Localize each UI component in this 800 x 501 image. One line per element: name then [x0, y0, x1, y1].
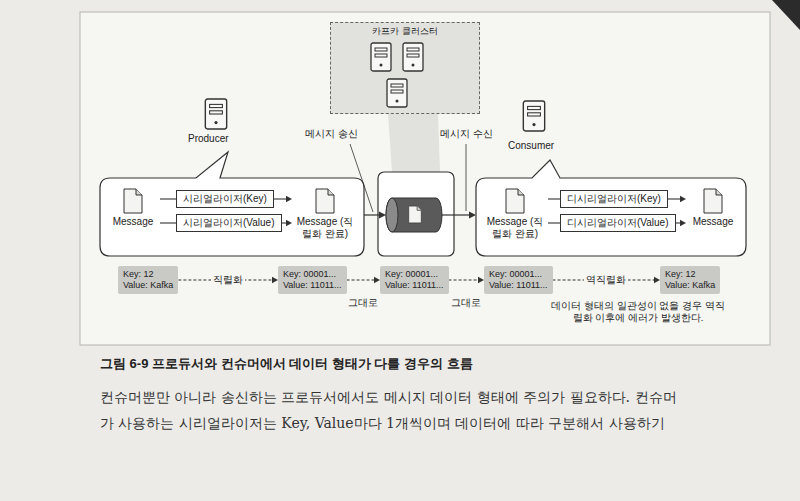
producer-panel — [100, 152, 364, 256]
connector-line — [160, 198, 176, 199]
figure-frame — [80, 12, 770, 345]
data-box: Key: 12Value: Kafka — [118, 266, 178, 294]
connector — [274, 196, 292, 202]
topic-cylinder — [386, 198, 442, 232]
data-value: Key: 12 — [123, 269, 173, 280]
server-icon — [371, 43, 423, 107]
connector — [449, 277, 484, 283]
figure-caption: 그림 6-9 프로듀서와 컨슈머에서 데이터 형태가 다를 경우의 흐름 — [100, 356, 473, 372]
message-label: Message — [688, 216, 738, 228]
data-value: Key: 00001... — [385, 269, 444, 280]
connector — [347, 277, 380, 283]
arrowhead — [286, 196, 292, 202]
connector — [548, 223, 560, 224]
message-icon — [108, 188, 158, 214]
data-value: Value: Kafka — [123, 280, 173, 291]
document-icon — [123, 188, 143, 214]
receive-arrow — [442, 212, 476, 219]
serializer-label: 시리얼라이저(Value) — [183, 217, 275, 229]
serializer-box: 시리얼라이저(Value) — [176, 214, 282, 232]
document-icon — [315, 188, 335, 214]
message-icon — [294, 188, 356, 214]
connector — [160, 223, 176, 224]
data-value: Value: 11011... — [489, 280, 548, 291]
arrowhead — [286, 220, 292, 226]
document-icon — [505, 188, 525, 214]
message-label: Message (직렬화 완료) — [484, 216, 546, 240]
server-name: Consumer — [508, 140, 554, 152]
connector-line — [160, 222, 176, 223]
leader-label: 메시지 송신 — [305, 128, 358, 140]
cluster-shade — [330, 22, 480, 114]
data-value: Value: Kafka — [665, 280, 715, 291]
message-icon — [688, 188, 738, 214]
message-label: Message — [108, 216, 158, 228]
leader-line — [350, 144, 373, 212]
connector — [160, 199, 176, 200]
message-node: Message — [106, 188, 160, 228]
connector — [548, 199, 560, 200]
cluster-shade — [388, 114, 440, 172]
connector — [282, 220, 293, 226]
deserializer-label: 디시리얼라이저(Key) — [567, 193, 661, 205]
data-value: Key: 00001... — [489, 269, 548, 280]
deserializer-label: 디시리얼라이저(Value) — [567, 217, 669, 229]
serializer-box: 시리얼라이저(Key) — [176, 190, 274, 208]
data-box: Key: 12Value: Kafka — [660, 266, 720, 294]
document-icon — [703, 188, 723, 214]
data-value: Key: 00001... — [283, 269, 342, 280]
deserializer-box: 디시리얼라이저(Key) — [560, 190, 668, 208]
message-label: Message (직렬화 완료) — [294, 216, 356, 240]
edge-label: 직렬화 — [211, 274, 245, 286]
message-node: Message — [686, 188, 740, 228]
message-node: Message (직렬화 완료) — [482, 188, 548, 240]
connector-line — [548, 222, 560, 223]
data-box: Key: 00001...Value: 11011... — [380, 266, 449, 294]
connector — [676, 220, 687, 226]
data-value: Key: 12 — [665, 269, 715, 280]
connector-line — [668, 198, 681, 199]
producer-server-icon — [205, 99, 226, 129]
leader-line — [466, 144, 467, 211]
edge-label: 그대로 — [346, 297, 380, 309]
consumer-panel — [476, 160, 746, 256]
arrowhead — [680, 196, 686, 202]
note: 데이터 형태의 일관성이 없을 경우 역직렬화 이후에 에러가 발생한다. — [548, 300, 728, 324]
consumer-label: Consumer — [508, 140, 554, 152]
connector-line — [274, 198, 287, 199]
data-value: Value: 11011... — [283, 280, 342, 291]
edge-label: 역직렬화 — [584, 274, 628, 286]
data-box: Key: 00001...Value: 11011... — [278, 266, 347, 294]
consumer-server-icon — [523, 101, 544, 131]
data-value: Value: 11011... — [385, 280, 444, 291]
topic-panel — [378, 172, 454, 256]
producer-label: Producer — [188, 133, 229, 145]
server-name: Producer — [188, 133, 229, 145]
body-text: 컨슈머뿐만 아니라 송신하는 프로듀서에서도 메시지 데이터 형태에 주의가 필… — [100, 388, 677, 406]
connector-line — [548, 198, 560, 199]
connector — [668, 196, 686, 202]
leader-label: 메시지 수신 — [440, 128, 493, 140]
send-arrow — [364, 212, 386, 219]
message-node: Message (직렬화 완료) — [292, 188, 358, 240]
connector-line — [449, 279, 479, 280]
background-corner — [772, 0, 800, 30]
data-box: Key: 00001...Value: 11011... — [484, 266, 553, 294]
connector-line — [347, 279, 375, 280]
deserializer-box: 디시리얼라이저(Value) — [560, 214, 676, 232]
body-text: 가 사용하는 시리얼라이저는 Key, Value마다 1개씩이며 데이터에 따… — [100, 414, 665, 432]
cluster-box: 카프카 클러스터 — [330, 22, 480, 114]
cluster-title: 카프카 클러스터 — [331, 26, 479, 37]
arrowhead — [680, 220, 686, 226]
edge-label: 그대로 — [449, 297, 483, 309]
message-icon — [484, 188, 546, 214]
serializer-label: 시리얼라이저(Key) — [183, 193, 267, 205]
